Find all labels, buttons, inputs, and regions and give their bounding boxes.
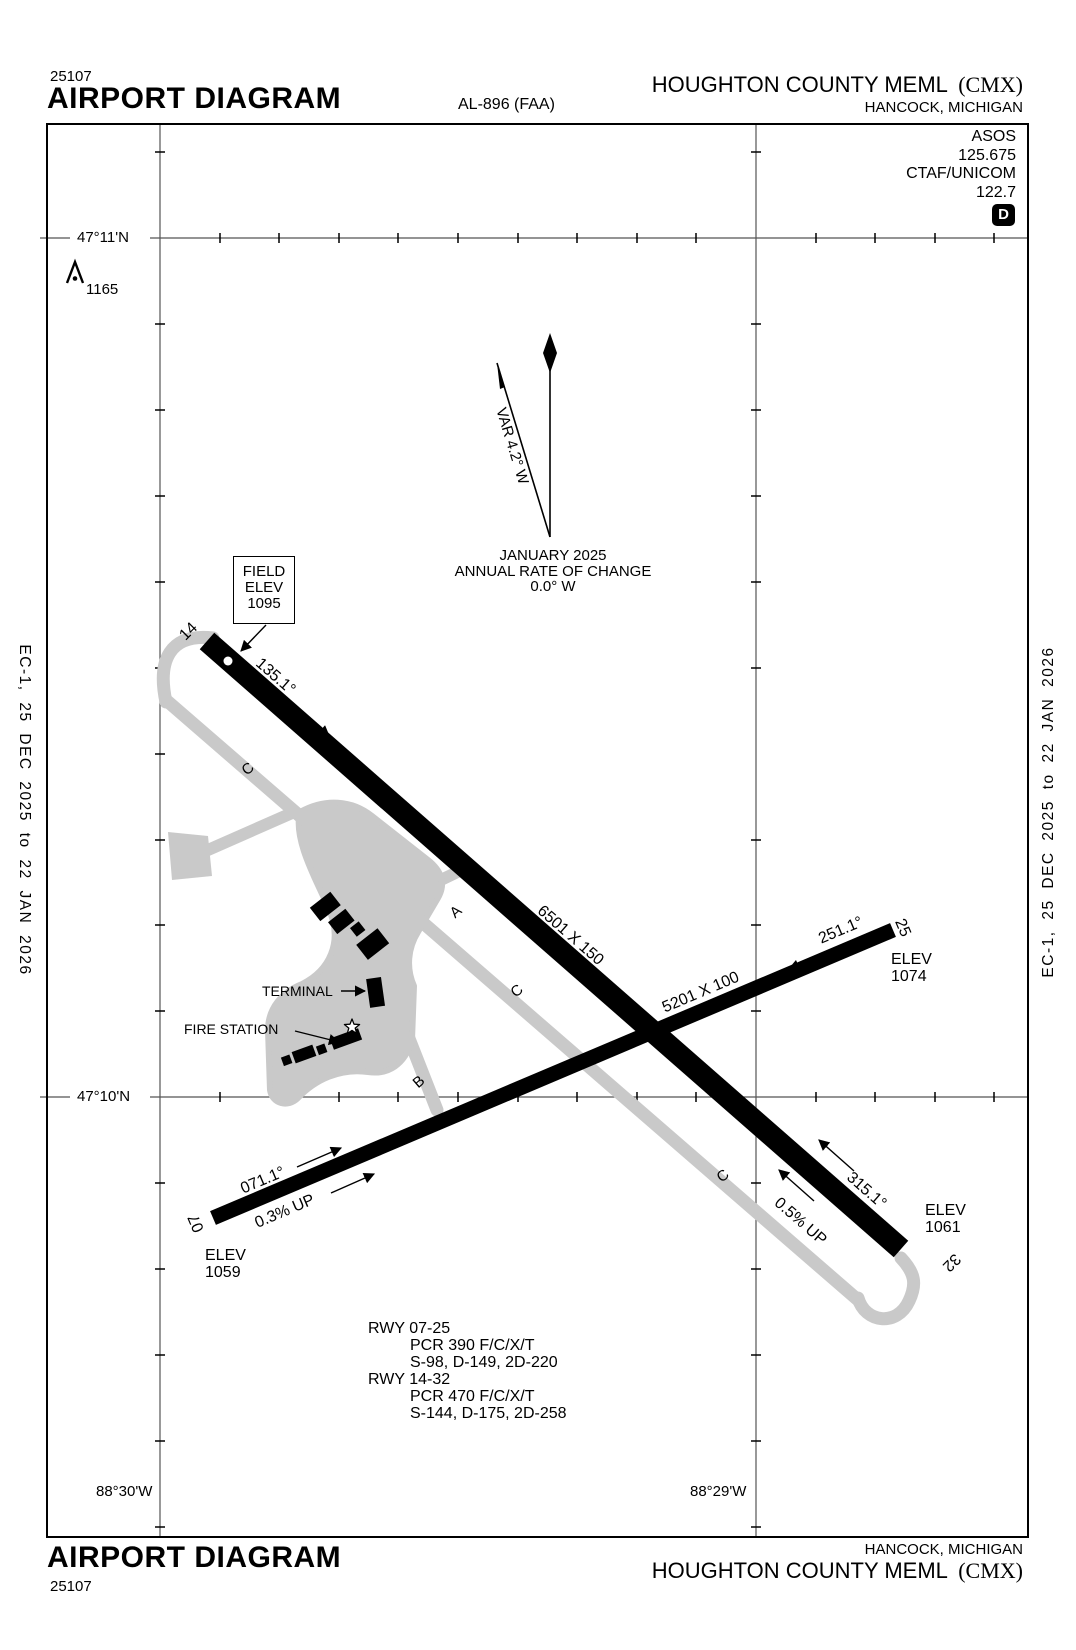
longitude-label-east: 88°29'W [690,1483,747,1500]
fire-station-pointer [294,1030,341,1045]
footer-airport-name: HOUGHTON COUNTY MEML [651,1558,948,1583]
annual-rate-value: 0.0° W [530,578,576,595]
annual-rate-label: ANNUAL RATE OF CHANGE [454,562,652,580]
ctaf-frequency: 122.7 [975,183,1016,201]
taxiways [156,630,921,1326]
runway-07-25 [210,923,896,1225]
rwy-14-32-pcr: PCR 470 F/C/X/T [410,1388,535,1405]
variation-date: JANUARY 2025 [499,547,607,564]
edge-note-left: EC-1, 25 DEC 2025 to 22 JAN 2026 [16,644,33,976]
runway-25-elevation: ELEV 1074 [891,951,932,985]
hangar-building [328,908,355,935]
heading-32-arrow [818,1139,855,1172]
footer-city: HANCOCK, MICHIGAN [864,1541,1023,1558]
rwy-14-32-strength: S-144, D-175, 2D-258 [410,1405,567,1422]
magnetic-variation-arrow [496,362,551,538]
delta-symbol: D [992,204,1015,226]
obstruction-elevation: 1165 [86,281,119,298]
runway-32-elevation: ELEV 1061 [925,1202,966,1236]
obstruction-icon [65,258,85,284]
annual-change-block: JANUARY 2025 ANNUAL RATE OF CHANGE 0.0° … [455,548,652,595]
field-elev-value: 1095 [247,595,281,612]
rwy-07-25-pcr: PCR 390 F/C/X/T [410,1337,535,1354]
runway-14-32 [199,632,909,1258]
heading-07-arrow [296,1146,343,1168]
elev-label: ELEV [205,1247,246,1264]
gradient-07-arrow [330,1172,376,1194]
taxiway-b-connector [401,1029,444,1117]
airport-title: HOUGHTON COUNTY MEML (CMX) [652,72,1023,98]
taxiway-c-parallel [159,693,865,1307]
airport-city: HANCOCK, MICHIGAN [864,99,1023,116]
graticule-ticks [155,151,995,1528]
ctaf-label: CTAF/UNICOM [906,165,1016,182]
footer-title: AIRPORT DIAGRAM [47,1541,342,1574]
graticule-lines [40,124,1028,1537]
map-border [46,123,1029,1538]
apron [265,799,446,1107]
field-elev-line1: FIELD [242,563,286,580]
elev-value: 1061 [925,1219,961,1236]
gradient-32-arrow [778,1169,815,1202]
runway-07-elevation: ELEV 1059 [205,1247,246,1281]
fire-station-building [315,1043,328,1056]
rwy-14-32-title: RWY 14-32 [368,1371,451,1388]
rwy-07-25-strength: S-98, D-149, 2D-220 [410,1354,558,1371]
edge-note-right: EC-1, 25 DEC 2025 to 22 JAN 2026 [1040,646,1057,978]
heading-14-arrow [290,702,330,737]
comm-box: ASOS 125.675 CTAF/UNICOM 122.7 [906,128,1016,202]
rwy-07-25-title: RWY 07-25 [368,1320,451,1337]
asos-label: ASOS [971,128,1016,145]
north-arrow [543,333,557,537]
runways [199,632,909,1258]
fire-station-label: FIRE STATION [184,1021,279,1037]
chart-number-top: 25107 [50,68,92,85]
airport-code: (CMX) [958,72,1023,97]
fire-station-building [291,1044,317,1064]
asos-frequency: 125.675 [958,146,1016,164]
terminal-building [366,977,386,1008]
latitude-label-south: 47°10'N [74,1088,134,1105]
airport-name: HOUGHTON COUNTY MEML [651,72,948,97]
footer-airport-code: (CMX) [958,1558,1023,1583]
procedure-id: AL-896 (FAA) [458,96,555,113]
elev-label: ELEV [925,1202,966,1219]
terminal-label: TERMINAL [262,983,333,999]
elev-label: ELEV [891,951,932,968]
fire-station-building [280,1054,293,1067]
elev-value: 1074 [891,968,927,985]
annotation-arrows [240,624,855,1202]
hangar-building [349,921,366,937]
hangar-building [309,891,341,922]
chart-number-bottom: 25107 [50,1578,92,1595]
elev-value: 1059 [205,1264,241,1281]
latitude-label-north: 47°11'N [74,229,132,246]
footer-airport-title: HOUGHTON COUNTY MEML (CMX) [652,1558,1023,1584]
field-elev-pointer [240,624,267,652]
runway-threshold-dot [223,656,233,666]
page-title: AIRPORT DIAGRAM [47,82,342,115]
hangar-building [356,928,390,960]
beacon-star-icon [343,1018,361,1035]
longitude-label-west: 88°30'W [96,1483,153,1500]
field-elev-line2: ELEV [244,579,284,596]
heading-25-arrow [787,950,832,971]
field-elevation-box: FIELD ELEV 1095 [233,556,295,624]
